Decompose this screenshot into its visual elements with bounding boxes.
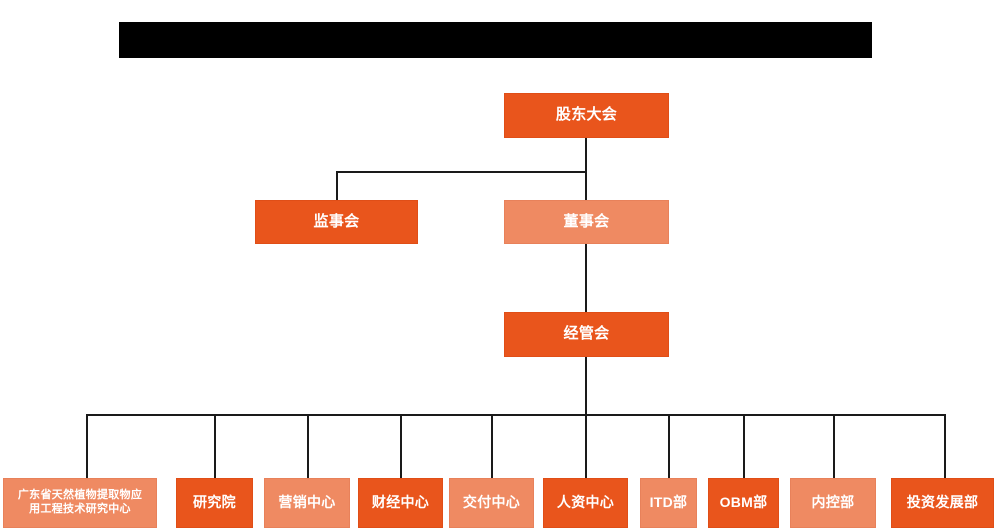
edge-to-marketing [307,414,309,478]
edge-shareholders-drop [585,138,587,172]
edge-to-delivery [491,414,493,478]
edge-to-obm [743,414,745,478]
node-shareholders-meeting[interactable]: 股东大会 [504,93,669,138]
node-investment-development-department-label: 投资发展部 [906,494,979,511]
edge-to-internal-control [833,414,835,478]
node-finance-center-label: 财经中心 [371,494,430,511]
node-internal-control-department-label: 内控部 [811,494,855,511]
node-hr-center[interactable]: 人资中心 [543,478,628,528]
node-itd-department[interactable]: ITD部 [640,478,697,528]
node-research-center-label-line2: 用工程技术研究中心 [29,503,131,515]
edge-to-investment [944,414,946,478]
node-delivery-center-label: 交付中心 [462,494,521,511]
node-finance-center[interactable]: 财经中心 [358,478,443,528]
node-hr-center-label: 人资中心 [556,494,615,511]
node-management-committee-label: 经管会 [563,325,610,343]
node-research-institute-label: 研究院 [193,494,236,511]
edge-to-finance [400,414,402,478]
edge-management-drop [585,357,587,415]
edge-to-research-center [86,414,88,478]
node-investment-development-department[interactable]: 投资发展部 [891,478,994,528]
node-guangdong-plant-extract-research-center[interactable]: 广东省天然植物提取物应 用工程技术研究中心 [3,478,157,528]
edge-level1-bus [336,171,587,173]
node-obm-department-label: OBM部 [719,494,768,511]
node-internal-control-department[interactable]: 内控部 [790,478,876,528]
node-delivery-center[interactable]: 交付中心 [449,478,534,528]
edge-departments-bus [86,414,945,416]
node-shareholders-meeting-label: 股东大会 [555,106,618,124]
edge-directors-to-management [585,244,587,312]
node-itd-department-label: ITD部 [649,494,688,511]
redacted-title-bar [119,22,872,58]
node-marketing-center[interactable]: 营销中心 [264,478,350,528]
edge-to-itd [668,414,670,478]
edge-to-hr [585,414,587,478]
node-marketing-center-label: 营销中心 [278,494,336,511]
node-board-of-directors-label: 董事会 [563,212,610,230]
node-obm-department[interactable]: OBM部 [708,478,779,528]
edge-to-institute [214,414,216,478]
node-board-of-supervisors-label: 监事会 [313,212,360,230]
node-board-of-directors[interactable]: 董事会 [504,200,669,244]
node-management-committee[interactable]: 经管会 [504,312,669,357]
node-research-institute[interactable]: 研究院 [176,478,253,528]
node-research-center-label-line1: 广东省天然植物提取物应 [17,489,143,502]
edge-to-supervisors [336,171,338,200]
node-board-of-supervisors[interactable]: 监事会 [255,200,418,244]
edge-to-directors [585,171,587,200]
